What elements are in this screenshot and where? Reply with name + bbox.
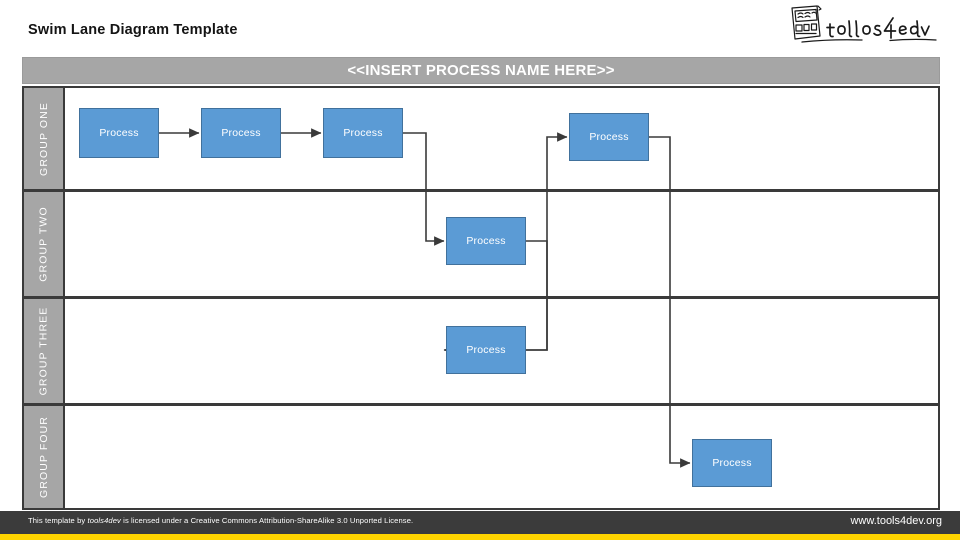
process-box-p3[interactable]: Process [323, 108, 403, 158]
process-box-p2[interactable]: Process [201, 108, 281, 158]
lane-header-group-one[interactable]: GROUP ONE [24, 88, 65, 189]
tools4dev-logo [772, 2, 944, 52]
footer-website-url[interactable]: www.tools4dev.org [850, 515, 942, 527]
lane-header-group-four[interactable]: GROUP FOUR [24, 406, 65, 508]
swimlane-row-group-one: GROUP ONE [22, 86, 940, 191]
license-brand: tools4dev [87, 516, 121, 525]
license-prefix: This template by [28, 516, 88, 525]
license-suffix: is licensed under a Creative Commons Att… [120, 516, 414, 525]
process-box-label: Process [589, 131, 629, 143]
footer-license-text: This template by tools4dev is licensed u… [28, 516, 413, 525]
lane-label-text: GROUP TWO [37, 206, 50, 282]
lane-label-text: GROUP FOUR [37, 416, 50, 498]
lane-label-text: GROUP ONE [37, 101, 50, 176]
process-box-label: Process [712, 457, 752, 469]
process-box-label: Process [466, 235, 506, 247]
process-box-label: Process [221, 127, 261, 139]
process-name-text: <<INSERT PROCESS NAME HERE>> [347, 62, 615, 79]
process-box-label: Process [466, 344, 506, 356]
lane-header-group-two[interactable]: GROUP TWO [24, 192, 65, 296]
process-box-p7[interactable]: Process [692, 439, 772, 487]
process-box-p5[interactable]: Process [446, 217, 526, 265]
process-box-label: Process [343, 127, 383, 139]
process-box-label: Process [99, 127, 139, 139]
swimlane-grid: GROUP ONE GROUP TWO GROUP THREE GROUP FO… [22, 86, 940, 510]
swimlane-row-group-four: GROUP FOUR [22, 404, 940, 510]
lane-label-text: GROUP THREE [37, 306, 50, 396]
footer-accent-bar [0, 534, 960, 540]
process-box-p6[interactable]: Process [446, 326, 526, 374]
page-title: Swim Lane Diagram Template [28, 22, 238, 38]
lane-header-group-three[interactable]: GROUP THREE [24, 299, 65, 403]
process-box-p1[interactable]: Process [79, 108, 159, 158]
footer-band [0, 511, 960, 534]
process-box-p4[interactable]: Process [569, 113, 649, 161]
process-name-banner[interactable]: <<INSERT PROCESS NAME HERE>> [22, 57, 940, 84]
